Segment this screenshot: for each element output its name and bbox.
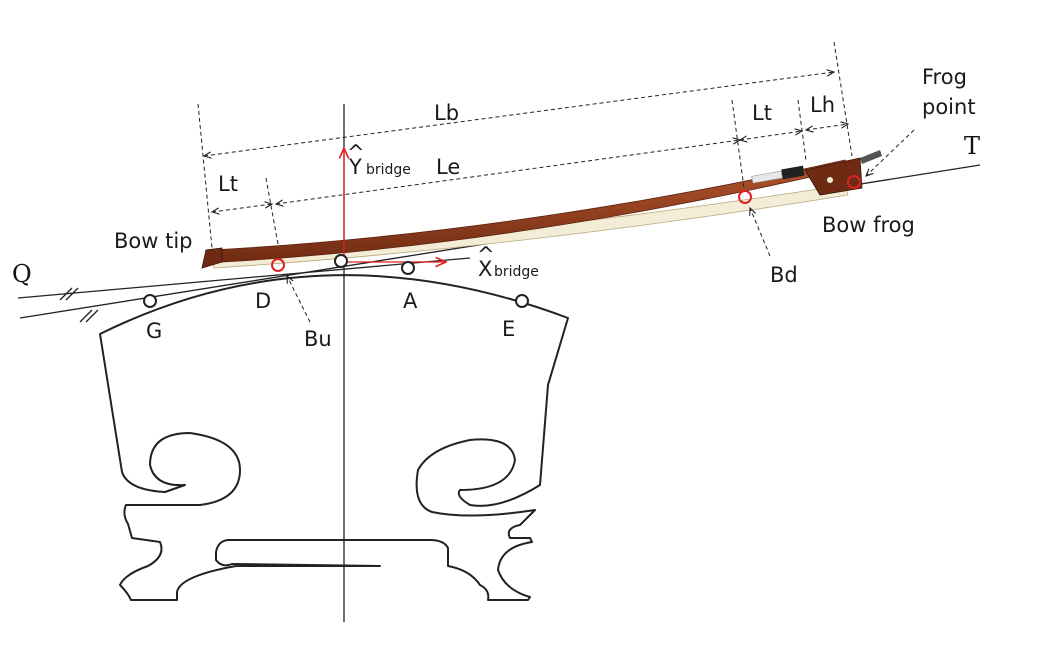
string-g-label: G xyxy=(146,319,162,343)
tangent-line-upper xyxy=(17,257,471,299)
bow-screw xyxy=(860,150,882,164)
string-a-label: A xyxy=(403,289,418,313)
y-axis-label: Y xyxy=(348,155,362,179)
string-a-marker xyxy=(401,261,415,275)
x-axis-hat: ^ xyxy=(477,243,495,267)
bow-wrapping xyxy=(781,165,805,180)
frog-point-label-2: point xyxy=(922,95,976,119)
frog-point-label-1: Frog xyxy=(922,65,967,89)
lt-right-label: Lt xyxy=(752,101,772,125)
break-mark-2 xyxy=(65,287,79,301)
q-label: Q xyxy=(12,260,32,288)
x-axis-sub: bridge xyxy=(494,264,539,280)
lh-label: Lh xyxy=(810,93,835,117)
bridge-outline xyxy=(99,274,569,601)
lt-left-dimension xyxy=(212,204,272,212)
lh-dimension xyxy=(806,124,848,130)
bow-frog-label: Bow frog xyxy=(822,213,915,237)
y-axis-hat: ^ xyxy=(347,141,365,165)
bow xyxy=(201,150,882,269)
ext-line-lh-left xyxy=(797,99,807,161)
ext-line-lt-right xyxy=(731,99,745,189)
bow-tip-head xyxy=(201,247,223,269)
ext-line-frog xyxy=(833,41,853,157)
bd-marker xyxy=(738,190,752,204)
frog-point-marker xyxy=(847,175,861,189)
lb-label: Lb xyxy=(434,101,459,125)
y-axis-sub: bridge xyxy=(366,162,411,178)
ext-line-lt-left xyxy=(265,177,279,245)
bow-lapping xyxy=(751,170,783,184)
string-e-marker xyxy=(515,294,529,308)
origin-marker xyxy=(334,254,348,268)
x-axis-label: X xyxy=(478,257,492,281)
string-d-marker xyxy=(271,258,285,272)
lb-dimension xyxy=(204,72,834,156)
bu-label: Bu xyxy=(304,327,332,351)
bd-pointer xyxy=(750,208,771,257)
lt-left-label: Lt xyxy=(218,172,238,196)
bd-label: Bd xyxy=(770,263,798,287)
string-g-marker xyxy=(143,294,157,308)
string-d-label: D xyxy=(255,289,271,313)
t-label: T xyxy=(964,132,980,160)
bow-frog-body xyxy=(804,157,863,196)
break-mark-1 xyxy=(59,287,73,301)
le-label: Le xyxy=(436,155,460,179)
bu-pointer xyxy=(287,276,311,323)
string-e-label: E xyxy=(502,317,515,341)
le-dimension xyxy=(276,140,740,204)
bow-tip-label: Bow tip xyxy=(114,229,193,253)
break-mark-4 xyxy=(85,309,99,323)
ext-line-tip xyxy=(197,103,213,249)
bow-frog-eye xyxy=(827,177,833,183)
lt-right-dimension xyxy=(740,131,802,140)
break-mark-3 xyxy=(79,309,93,323)
